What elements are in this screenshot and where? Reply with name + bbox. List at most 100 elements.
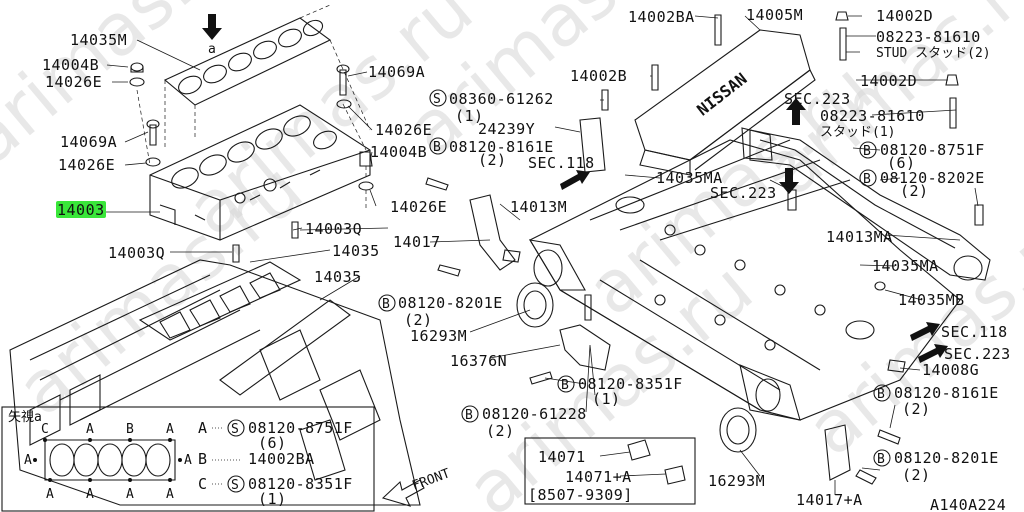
label-qty: (2) (478, 151, 507, 169)
gasket-16293M (516, 282, 757, 453)
label-14035MB[interactable]: 14035MB (898, 291, 965, 309)
label-14026E[interactable]: 14026E (390, 198, 447, 216)
collector-14013MA (741, 127, 991, 281)
watermark: arimas.ru (1, 146, 318, 431)
label-14035MA[interactable]: 14035MA (656, 169, 723, 187)
label-qty: (1) (455, 107, 484, 125)
label-14013M[interactable]: 14013M (510, 198, 567, 216)
view-legend-text: 矢視a C A B A A A A A A A A 08120-8751F (6… (8, 410, 353, 508)
gasket-letter: A (166, 422, 174, 437)
legend-part[interactable]: 08120-8351F (248, 475, 353, 493)
label-14005M[interactable]: 14005M (746, 6, 803, 24)
label-sec-223[interactable]: SEC.223 (784, 90, 851, 108)
label-14069A[interactable]: 14069A (368, 63, 425, 81)
view-arrow-a: a (202, 14, 222, 57)
date-range: [8507-9309] (528, 486, 633, 504)
label-14026E[interactable]: 14026E (375, 121, 432, 139)
brackets (469, 117, 851, 481)
legend-key: A (198, 419, 208, 437)
legend-key: B (198, 450, 208, 468)
label-qty: (2) (900, 182, 929, 200)
leader-lines (106, 15, 979, 495)
prefix-circles: S B B B B B B B B S S (227, 89, 891, 493)
label-08120-8751F[interactable]: 08120-8751F (880, 141, 985, 159)
label-08360-61262[interactable]: 08360-61262 (449, 90, 554, 108)
label-14017A[interactable]: 14017+A (796, 491, 863, 509)
label-14004B[interactable]: 14004B (370, 143, 427, 161)
label-sec-223[interactable]: SEC.223 (944, 345, 1011, 363)
diagram-code: A140A224 (930, 496, 1006, 512)
svg-text:B: B (561, 378, 569, 393)
label-14003[interactable]: 14003 (57, 201, 105, 219)
label-14069A[interactable]: 14069A (60, 133, 117, 151)
label-14003Q[interactable]: 14003Q (108, 244, 165, 262)
label-08223-81610[interactable]: 08223-81610 (820, 107, 925, 125)
label-16376N[interactable]: 16376N (450, 352, 507, 370)
label-sec-223[interactable]: SEC.223 (710, 184, 777, 202)
label-08120-8201E[interactable]: 08120-8201E (398, 294, 503, 312)
label-24239Y[interactable]: 24239Y (478, 120, 535, 138)
svg-text:B: B (863, 172, 871, 187)
label-qty: (2) (902, 400, 931, 418)
bolts-right (425, 11, 984, 485)
gasket-letter: A (184, 453, 192, 468)
label-14035[interactable]: 14035 (314, 268, 362, 286)
svg-text:a: a (208, 42, 216, 57)
legend-title: 矢視a (8, 410, 42, 425)
label-16293M[interactable]: 16293M (410, 327, 467, 345)
gasket-14035-lower (138, 261, 351, 396)
label-08120-8201E[interactable]: 08120-8201E (894, 449, 999, 467)
label-08120-8351F[interactable]: 08120-8351F (578, 375, 683, 393)
label-08120-8202E[interactable]: 08120-8202E (880, 169, 985, 187)
label-08120-8161E[interactable]: 08120-8161E (894, 384, 999, 402)
legend-qty: (1) (258, 490, 287, 508)
gasket-letter: A (86, 422, 94, 437)
gasket-letter: C (41, 422, 49, 437)
svg-text:B: B (433, 140, 441, 155)
gasket-letter: A (166, 487, 174, 502)
label-08120-61228[interactable]: 08120-61228 (482, 405, 587, 423)
label-14002BA[interactable]: 14002BA (628, 8, 695, 26)
label-08223-81610[interactable]: 08223-81610 (876, 28, 981, 46)
legend-part[interactable]: 08120-8751F (248, 419, 353, 437)
label-14035MA[interactable]: 14035MA (872, 257, 939, 275)
svg-text:B: B (465, 408, 473, 423)
label-stud: STUD スタッド(2) (876, 46, 991, 61)
legend-part[interactable]: 14002BA (248, 450, 315, 468)
label-14035[interactable]: 14035 (332, 242, 380, 260)
front-arrow (381, 479, 425, 507)
gasket-letter: A (24, 453, 32, 468)
front-label: FRONT (410, 466, 452, 494)
svg-text:B: B (863, 144, 871, 159)
label-qty: (6) (887, 154, 916, 172)
sec-arrows (560, 98, 948, 363)
label-14035M[interactable]: 14035M (70, 31, 127, 49)
label-14002D[interactable]: 14002D (876, 7, 933, 25)
label-14071A[interactable]: 14071+A (565, 468, 632, 486)
label-14026E[interactable]: 14026E (45, 73, 102, 91)
label-qty: (1) (592, 390, 621, 408)
svg-text:B: B (877, 387, 885, 402)
label-14003Q[interactable]: 14003Q (305, 220, 362, 238)
label-14013MA[interactable]: 14013MA (826, 228, 893, 246)
svg-text:S: S (433, 92, 441, 107)
label-14002D[interactable]: 14002D (860, 72, 917, 90)
label-sec-118[interactable]: SEC.118 (941, 323, 1008, 341)
gasket-letter: A (126, 487, 134, 502)
label-14008G[interactable]: 14008G (922, 361, 979, 379)
label-08120-8161E[interactable]: 08120-8161E (449, 138, 554, 156)
svg-text:B: B (877, 452, 885, 467)
label-qty: (2) (902, 466, 931, 484)
label-14002B[interactable]: 14002B (570, 67, 627, 85)
label-14071[interactable]: 14071 (538, 448, 586, 466)
label-qty: (2) (486, 422, 515, 440)
svg-text:NISSAN: NISSAN (693, 69, 750, 120)
svg-text:S: S (231, 478, 239, 493)
label-sec-118[interactable]: SEC.118 (528, 154, 595, 172)
label-14004B[interactable]: 14004B (42, 56, 99, 74)
guide-lines-left (136, 4, 371, 210)
label-14026E[interactable]: 14026E (58, 156, 115, 174)
label-14017[interactable]: 14017 (393, 233, 441, 251)
label-16293M[interactable]: 16293M (708, 472, 765, 490)
